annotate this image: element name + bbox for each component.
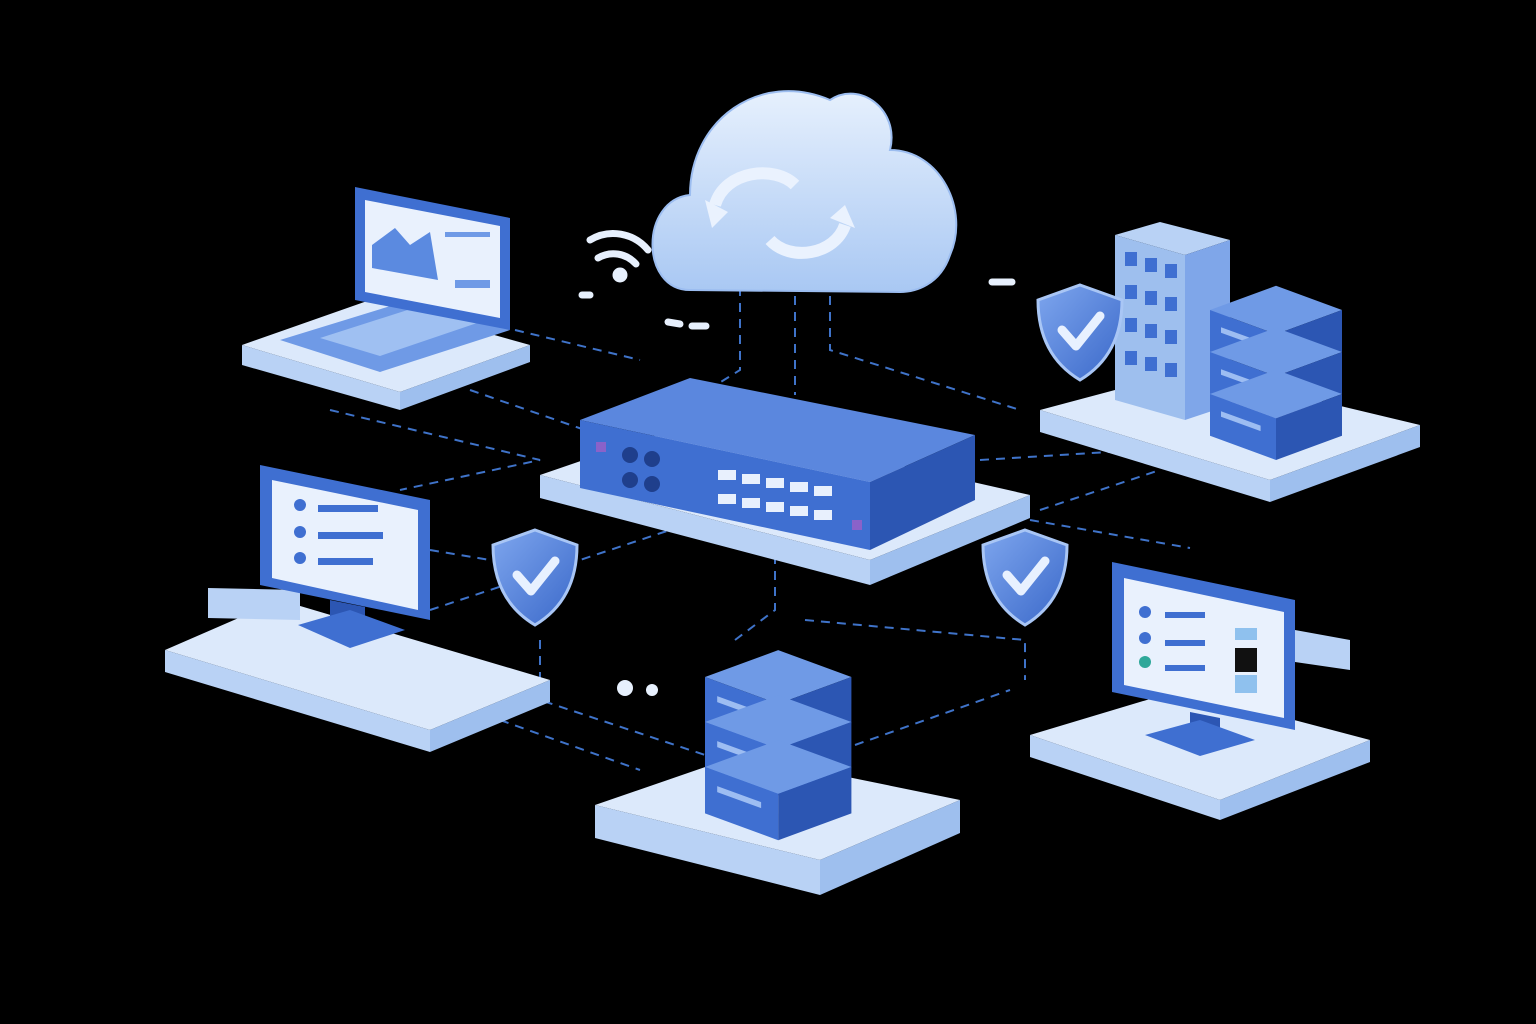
- server-stack-icon: [1210, 285, 1342, 460]
- shield-check-icon: [1038, 285, 1122, 380]
- monitor-settings-icon: [1112, 562, 1295, 756]
- switch-node: [540, 378, 1030, 585]
- wifi-icon: [578, 230, 1016, 330]
- server-stack-icon: [705, 650, 852, 841]
- desktop-left-node: [165, 465, 550, 752]
- server-stack-node: [595, 650, 960, 895]
- shield-check-icon: [983, 530, 1067, 625]
- desktop-right-node: [1030, 562, 1370, 820]
- monitor-list-icon: [260, 465, 430, 648]
- shield-check-icon: [493, 530, 577, 625]
- office-datacenter-node: [1040, 222, 1420, 502]
- dots: [617, 680, 658, 696]
- cloud-node: [651, 90, 958, 294]
- laptop-node: [242, 187, 530, 410]
- network-switch-icon: [580, 378, 975, 550]
- cloud-sync-icon: [651, 90, 958, 294]
